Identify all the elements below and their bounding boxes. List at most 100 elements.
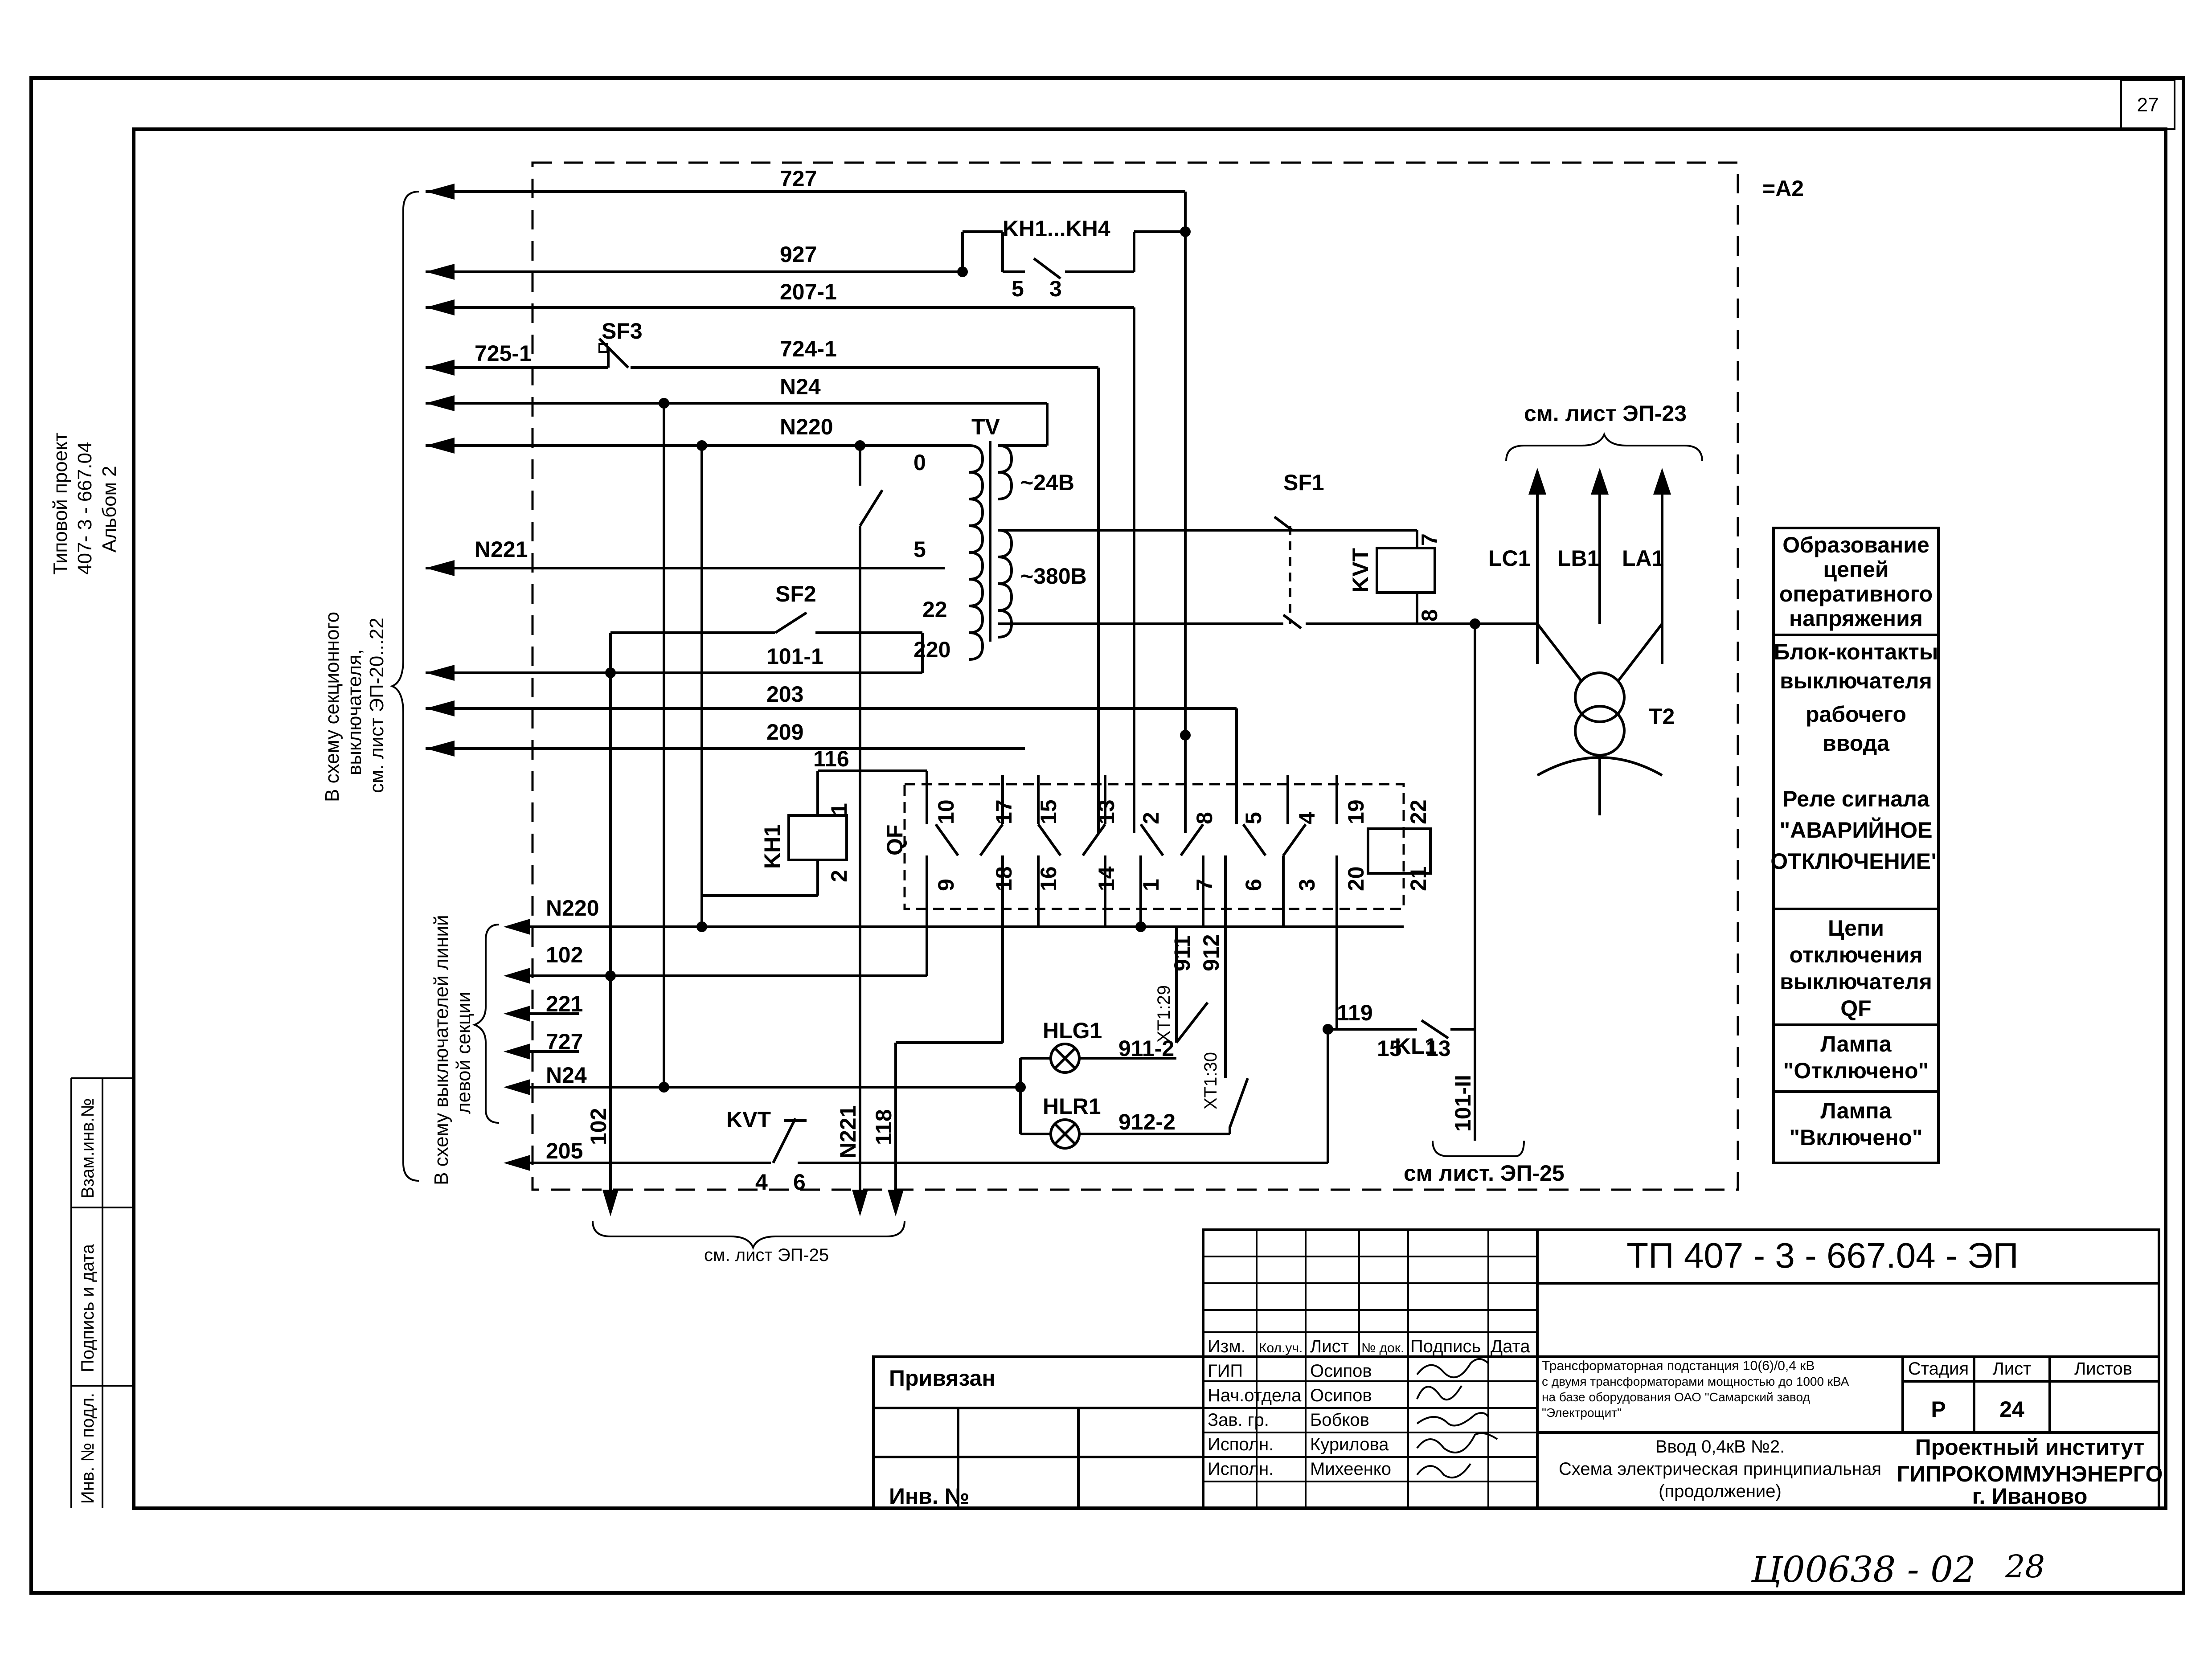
kvt-coil-label: KVT (1348, 548, 1373, 593)
qf-bot-16: 16 (1036, 866, 1061, 891)
kl1-pin13: 13 (1426, 1036, 1451, 1061)
kh-contact: KH1...KH4 5 3 (961, 216, 1185, 301)
legend-3-l1: Цепи (1828, 916, 1884, 941)
down-102: 102 (586, 1108, 611, 1145)
tv-out-24: ~24В (1020, 470, 1074, 495)
down-wires: 102 N221 118 (586, 673, 1003, 1216)
kl1-pin15: 15 (1377, 1036, 1402, 1061)
tv-out-380: ~380В (1020, 564, 1087, 589)
name-2: Осипов (1310, 1386, 1372, 1405)
name-4: Курилова (1310, 1435, 1389, 1454)
sect1-line3: см. лист ЭП-20...22 (366, 618, 388, 793)
outer-frame (29, 76, 2185, 1595)
archive-number: Ц00638 - 02 (1751, 1549, 1976, 1590)
role-nach: Нач.отдела (1208, 1386, 1302, 1405)
phase-la1: LA1 (1622, 546, 1664, 571)
stage-hdr: Стадия (1908, 1359, 1969, 1379)
role-zav: Зав. гр. (1208, 1410, 1269, 1430)
qf-top-5: 5 (1241, 812, 1266, 824)
wire-203: 203 (766, 682, 803, 707)
stamp-label-inv: Инв. № подл. (78, 1393, 98, 1504)
inv-label: Инв. № (889, 1484, 969, 1509)
kh-pin3: 3 (1049, 276, 1062, 301)
legend-2-l2: "АВАРИЙНОЕ (1779, 817, 1932, 843)
wire-927: 927 (780, 242, 817, 267)
hdr-izm: Изм. (1208, 1337, 1246, 1356)
desc-4: "Электрощит" (1542, 1406, 1622, 1420)
legend-4-l1: Лампа (1820, 1031, 1892, 1056)
hdr-doc: № док. (1361, 1341, 1404, 1355)
kvt-coil (1376, 547, 1436, 594)
tv-label: TV (971, 414, 1000, 439)
kh1-pin2: 2 (827, 870, 852, 882)
legend-3-l2: отключения (1790, 942, 1923, 967)
phase-lb1: LB1 (1557, 546, 1599, 571)
sheet-title-1: Ввод 0,4кВ №2. (1655, 1437, 1785, 1457)
qf-block (903, 783, 1405, 910)
name-3: Бобков (1310, 1410, 1369, 1430)
hlr1-label: HLR1 (1043, 1094, 1101, 1119)
legend-3-l3: выключателя (1780, 969, 1932, 994)
listov-hdr: Листов (2074, 1359, 2132, 1379)
qf-bot-3: 3 (1294, 879, 1319, 891)
stamp-label-podpis: Подпись и дата (78, 1244, 98, 1372)
phase-lc1: LC1 (1488, 546, 1530, 571)
qf-top-15: 15 (1036, 799, 1061, 824)
ref-ep25-bottom: см. лист ЭП-25 (704, 1245, 829, 1265)
archive-page: 28 (2005, 1548, 2045, 1585)
hdr-kol: Кол.уч. (1259, 1341, 1303, 1355)
t2-winding-2 (1574, 705, 1626, 757)
sheet-title-3: (продолжение) (1659, 1482, 1782, 1501)
signatures (1416, 1358, 1498, 1479)
qf-contacts (934, 823, 1432, 875)
ref-ep23: см. лист ЭП-23 (1524, 401, 1687, 426)
kh1-label: KH1 (760, 824, 785, 869)
xt-29: XT1:29 (1154, 985, 1174, 1043)
qf-pin-labels: 10 17 15 13 2 8 5 4 19 22 9 18 16 14 1 7… (934, 799, 1431, 891)
hdr-date: Дата (1491, 1337, 1530, 1356)
doc-code: ТП 407 - 3 - 667.04 - ЭП (1626, 1236, 2019, 1275)
t2-label: T2 (1649, 704, 1675, 729)
role-isp2: Исполн. (1208, 1459, 1274, 1479)
kvt-pin8: 8 (1417, 609, 1442, 622)
legend-4-l2: "Отключено" (1783, 1058, 1929, 1083)
tv-transformer: TV ~24В ~380В 0 5 22 220 (913, 403, 1306, 662)
kvt-contact-pin4: 4 (755, 1170, 768, 1195)
kvt-pin7: 7 (1417, 533, 1442, 546)
legend-1-l4: ввода (1823, 731, 1890, 756)
legend-5-l2: "Включено" (1789, 1125, 1922, 1150)
lower-wires: N220 102 221 727 N24 205 (504, 896, 1404, 1171)
xt-912: 912 (1199, 934, 1224, 971)
kh-label: KH1...KH4 (1003, 216, 1110, 241)
wire-116: 116 (813, 746, 849, 771)
qf-top-8: 8 (1192, 812, 1217, 824)
legend-0-l3: оперативного (1779, 581, 1933, 606)
legend-5-l1: Лампа (1820, 1098, 1892, 1123)
desc-1: Трансформаторная подстанция 10(6)/0,4 кВ (1542, 1359, 1815, 1373)
qf-top-2: 2 (1139, 812, 1163, 824)
qf-relay-coil (1367, 827, 1432, 875)
institute-1: Проектный институт (1915, 1435, 2144, 1460)
list-hdr: Лист (1993, 1359, 2032, 1379)
qf-top-19: 19 (1344, 799, 1368, 824)
down-N221: N221 (836, 1105, 860, 1158)
sheet-no: 24 (1999, 1397, 2024, 1422)
wire-N24: N24 (780, 374, 821, 399)
legend-0-l2: цепей (1823, 557, 1888, 582)
kvt-contact-label: KVT (726, 1107, 771, 1132)
qf-bot-1: 1 (1139, 879, 1163, 891)
legend-3-l4: QF (1840, 996, 1871, 1021)
institute-2: ГИПРОКОММУНЭНЕРГО (1897, 1461, 2163, 1486)
desc-2: с двумя трансформаторами мощностью до 10… (1542, 1375, 1849, 1388)
low-221: 221 (546, 991, 583, 1016)
wire-727: 727 (780, 166, 817, 191)
sect1-line1: В схему секционного (321, 612, 343, 802)
sect1-line2: выключателя, (344, 649, 365, 775)
kh1-pin1: 1 (827, 803, 852, 815)
page-number-box (2120, 79, 2175, 130)
low-N24: N24 (546, 1063, 587, 1088)
side-project-line2: 407- 3 - 667.04 (74, 442, 96, 575)
wire-209: 209 (766, 720, 803, 745)
sect2-line1: В схему выключателей линий (430, 915, 452, 1185)
wire-911-2: 911-2 (1118, 1036, 1174, 1061)
